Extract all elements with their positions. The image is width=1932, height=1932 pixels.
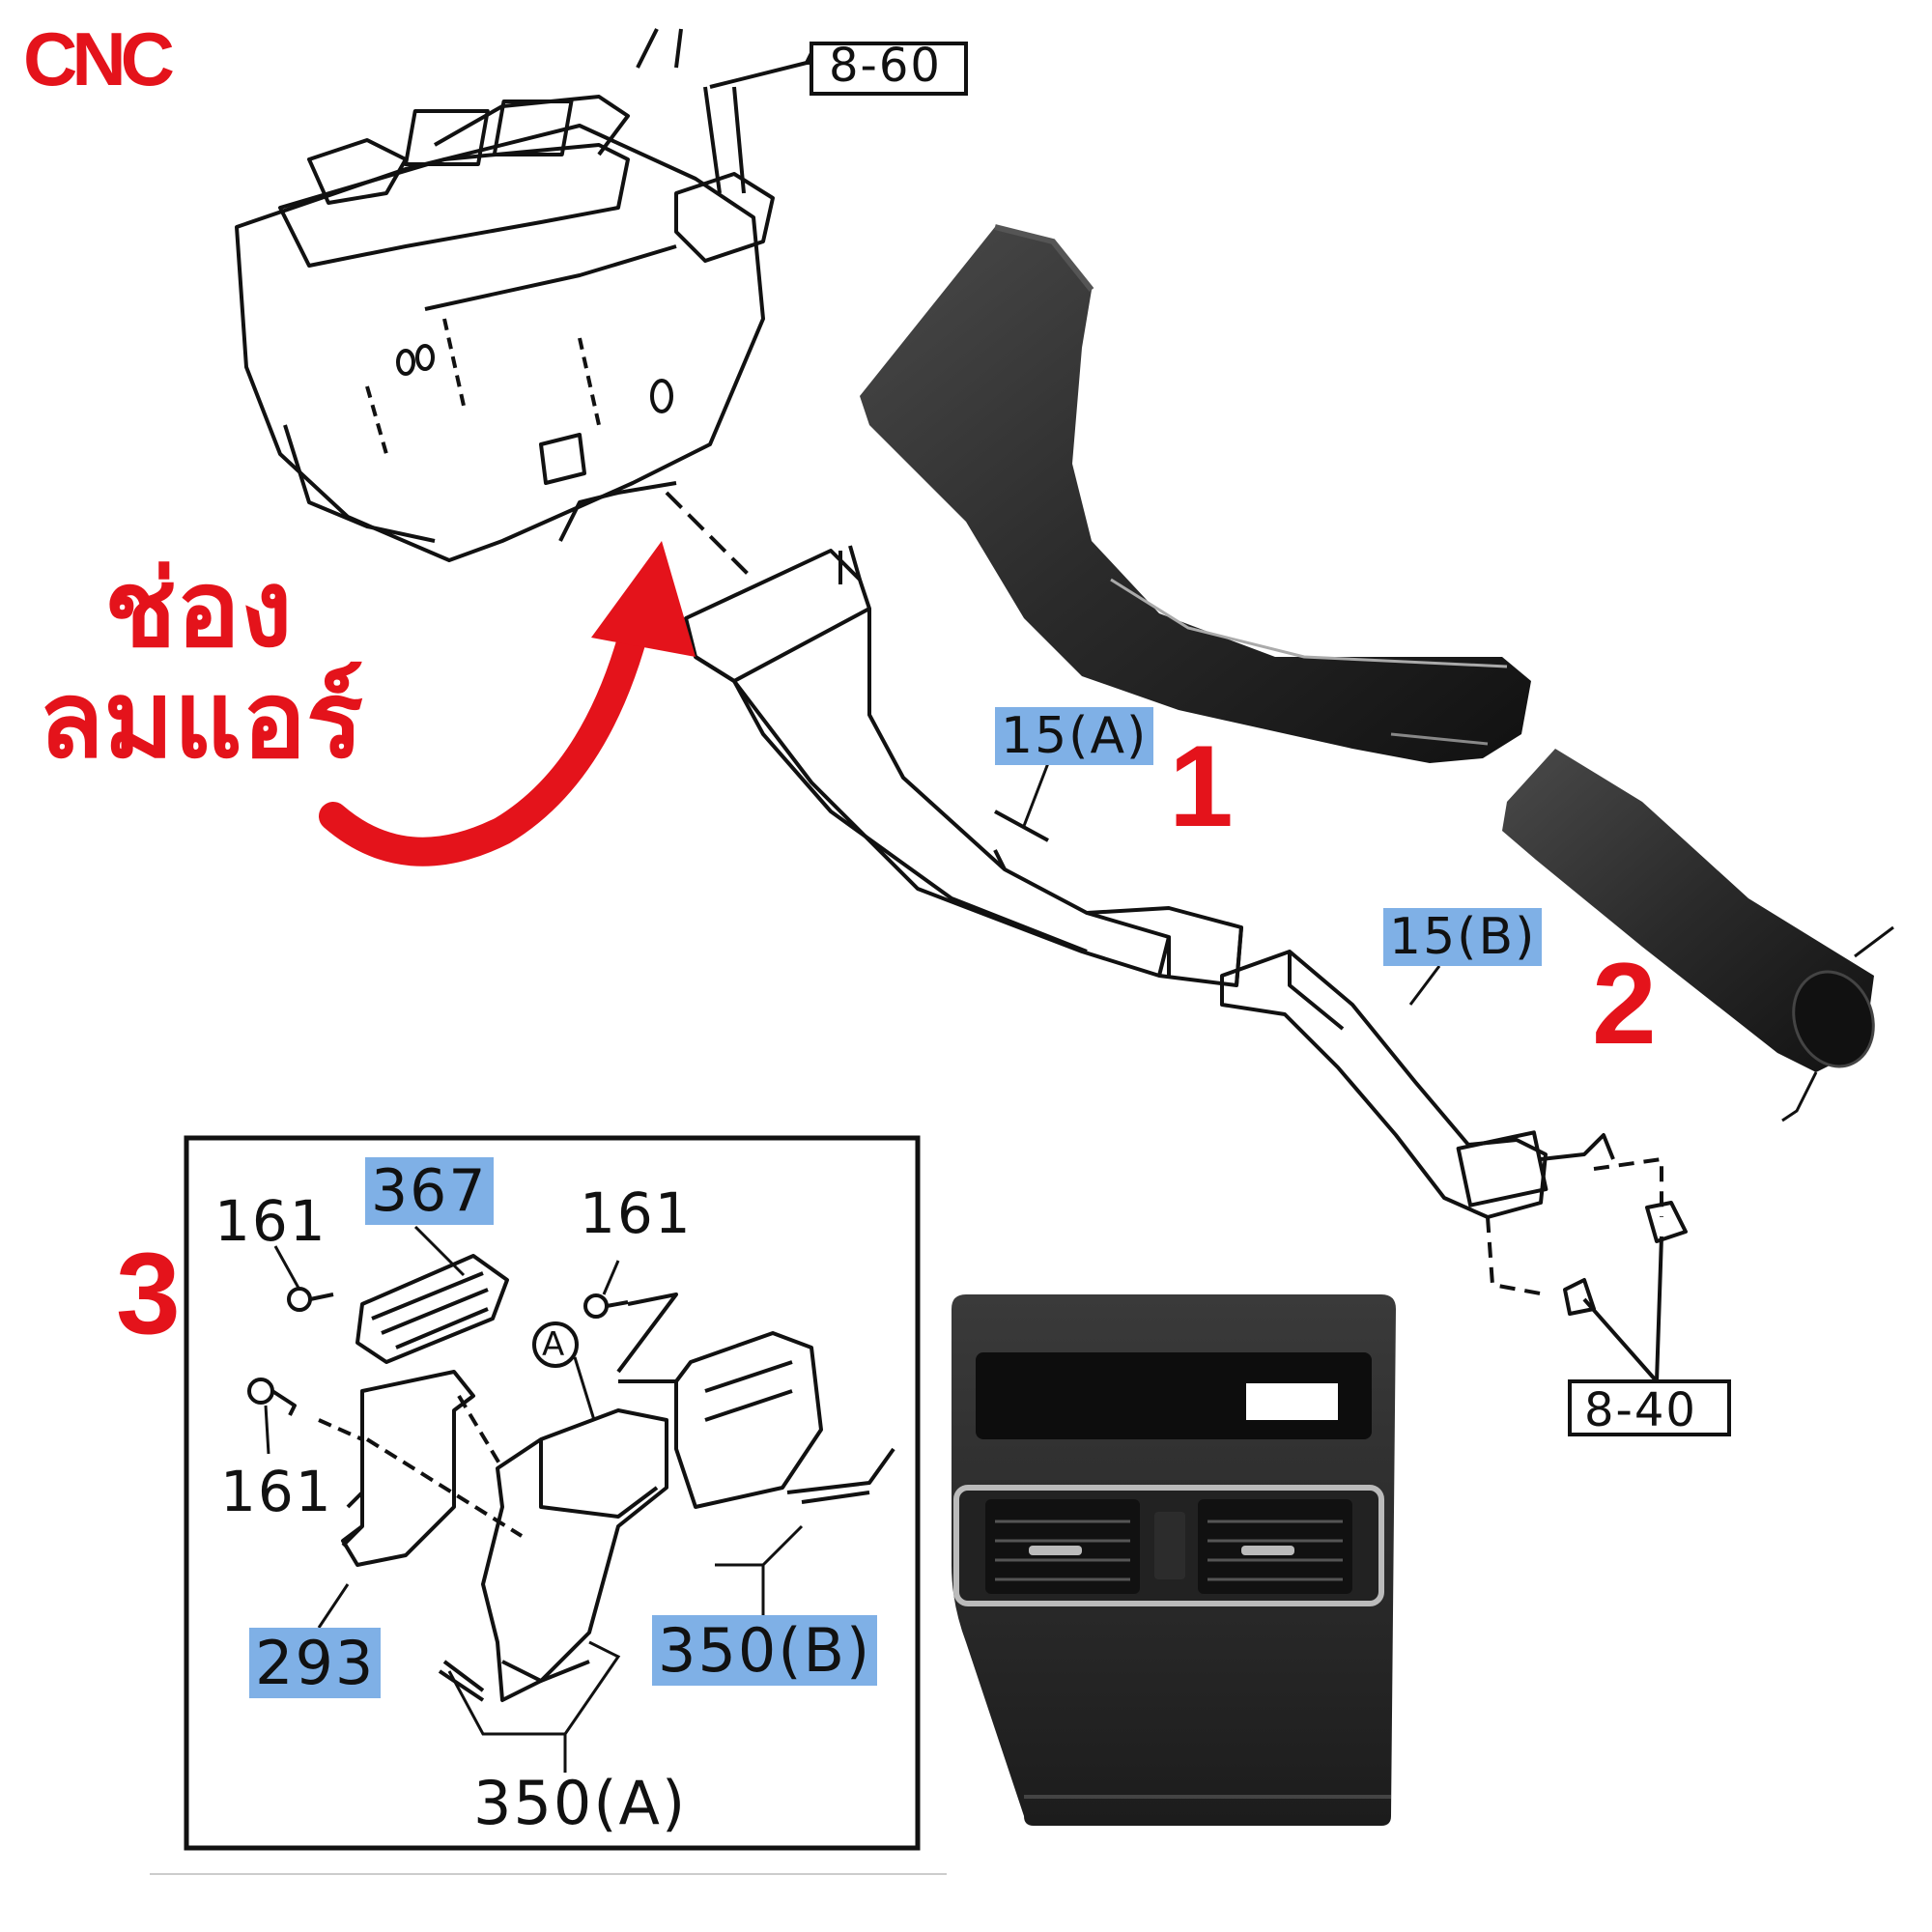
ref-box-8-40 bbox=[1568, 1379, 1731, 1436]
part-label-367: 367 bbox=[365, 1157, 494, 1225]
item-number-1: 1 bbox=[1169, 722, 1234, 851]
annotation-line1: ช่อง bbox=[104, 547, 293, 670]
duct-15b-drawing bbox=[1220, 950, 1688, 1383]
item-number-3: 3 bbox=[116, 1229, 181, 1358]
hvac-unit-drawing bbox=[235, 28, 967, 582]
ref-label-8-60: 8-60 bbox=[829, 39, 942, 93]
part-2-photo bbox=[1502, 749, 1894, 1122]
inset-3-box bbox=[184, 1135, 921, 1851]
part-label-161-top-left: 161 bbox=[214, 1188, 327, 1254]
cnc-logo: CNC bbox=[23, 21, 213, 97]
red-arrow-head bbox=[591, 541, 696, 657]
item-number-2: 2 bbox=[1592, 939, 1657, 1068]
ref-box-8-60 bbox=[810, 42, 968, 96]
leader-lines bbox=[1022, 762, 1441, 1006]
red-arrow bbox=[319, 604, 652, 867]
part-label-161-mid-left: 161 bbox=[220, 1459, 333, 1524]
annotation-line2: ลมแอร์ bbox=[39, 658, 363, 781]
console-photo bbox=[952, 1294, 1396, 1826]
part-1-photo bbox=[860, 224, 1531, 763]
part-label-15a: 15(A) bbox=[995, 707, 1154, 765]
part-label-15b: 15(B) bbox=[1383, 908, 1543, 966]
ref-label-8-40: 8-40 bbox=[1584, 1383, 1697, 1437]
callout-circle-a: A bbox=[542, 1325, 567, 1364]
duct-15a-drawing bbox=[684, 545, 1243, 987]
part-label-350a: 350(A) bbox=[473, 1768, 688, 1838]
part-label-350b: 350(B) bbox=[652, 1615, 878, 1686]
logo-text: CNC bbox=[23, 16, 175, 101]
part-label-161-top-right: 161 bbox=[580, 1180, 693, 1246]
part-label-293: 293 bbox=[249, 1628, 382, 1698]
